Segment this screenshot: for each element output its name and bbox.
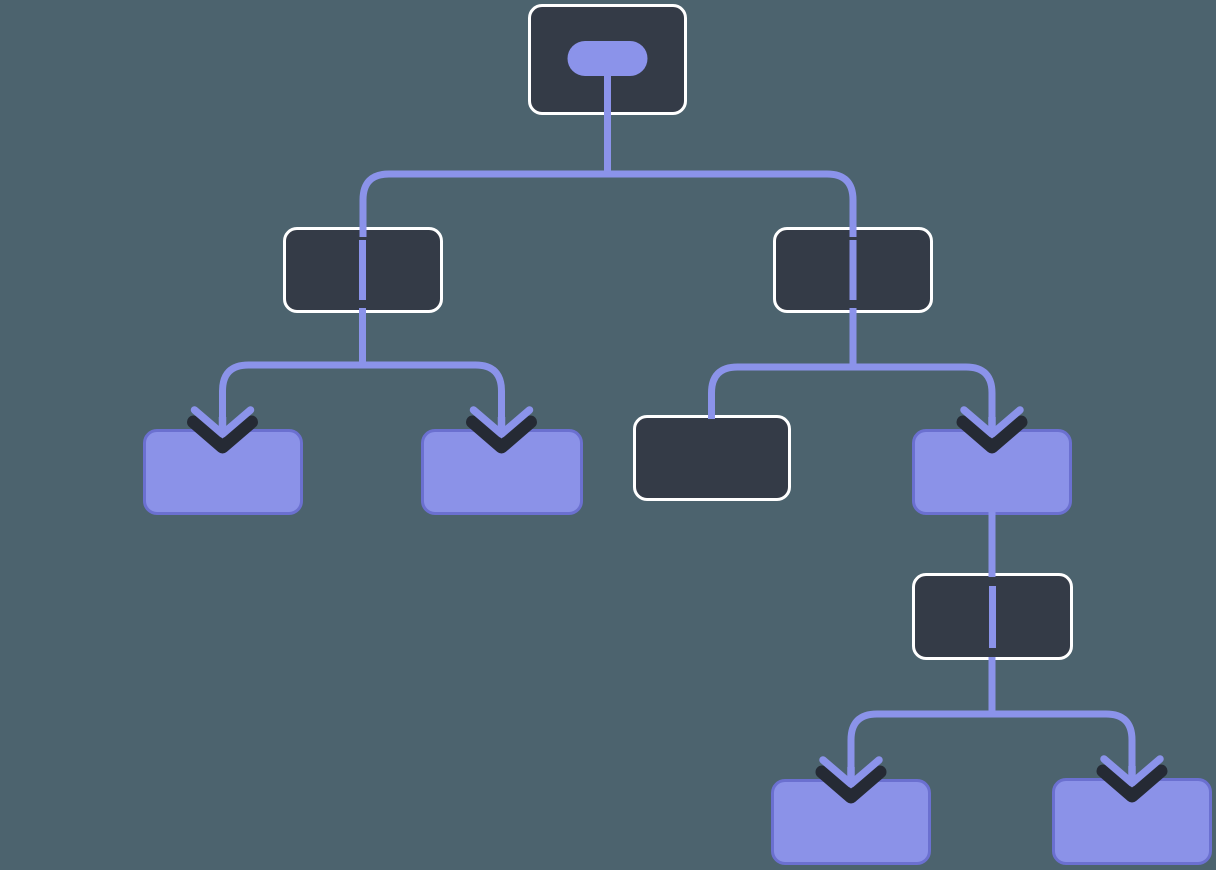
connector-root-split bbox=[359, 170, 857, 237]
node-leaf-b[interactable] bbox=[421, 429, 583, 515]
node-e[interactable] bbox=[912, 573, 1073, 660]
connector-e-split bbox=[847, 710, 1136, 783]
node-branch-left[interactable] bbox=[283, 227, 443, 313]
node-leaf-d[interactable] bbox=[912, 429, 1072, 515]
node-root[interactable] bbox=[528, 4, 687, 115]
node-leaf-g[interactable] bbox=[1052, 778, 1212, 865]
node-c[interactable] bbox=[633, 415, 791, 501]
node-leaf-f[interactable] bbox=[771, 779, 931, 865]
node-leaf-a[interactable] bbox=[143, 429, 303, 515]
node-branch-right[interactable] bbox=[773, 227, 933, 313]
connector-left-split bbox=[219, 361, 505, 433]
